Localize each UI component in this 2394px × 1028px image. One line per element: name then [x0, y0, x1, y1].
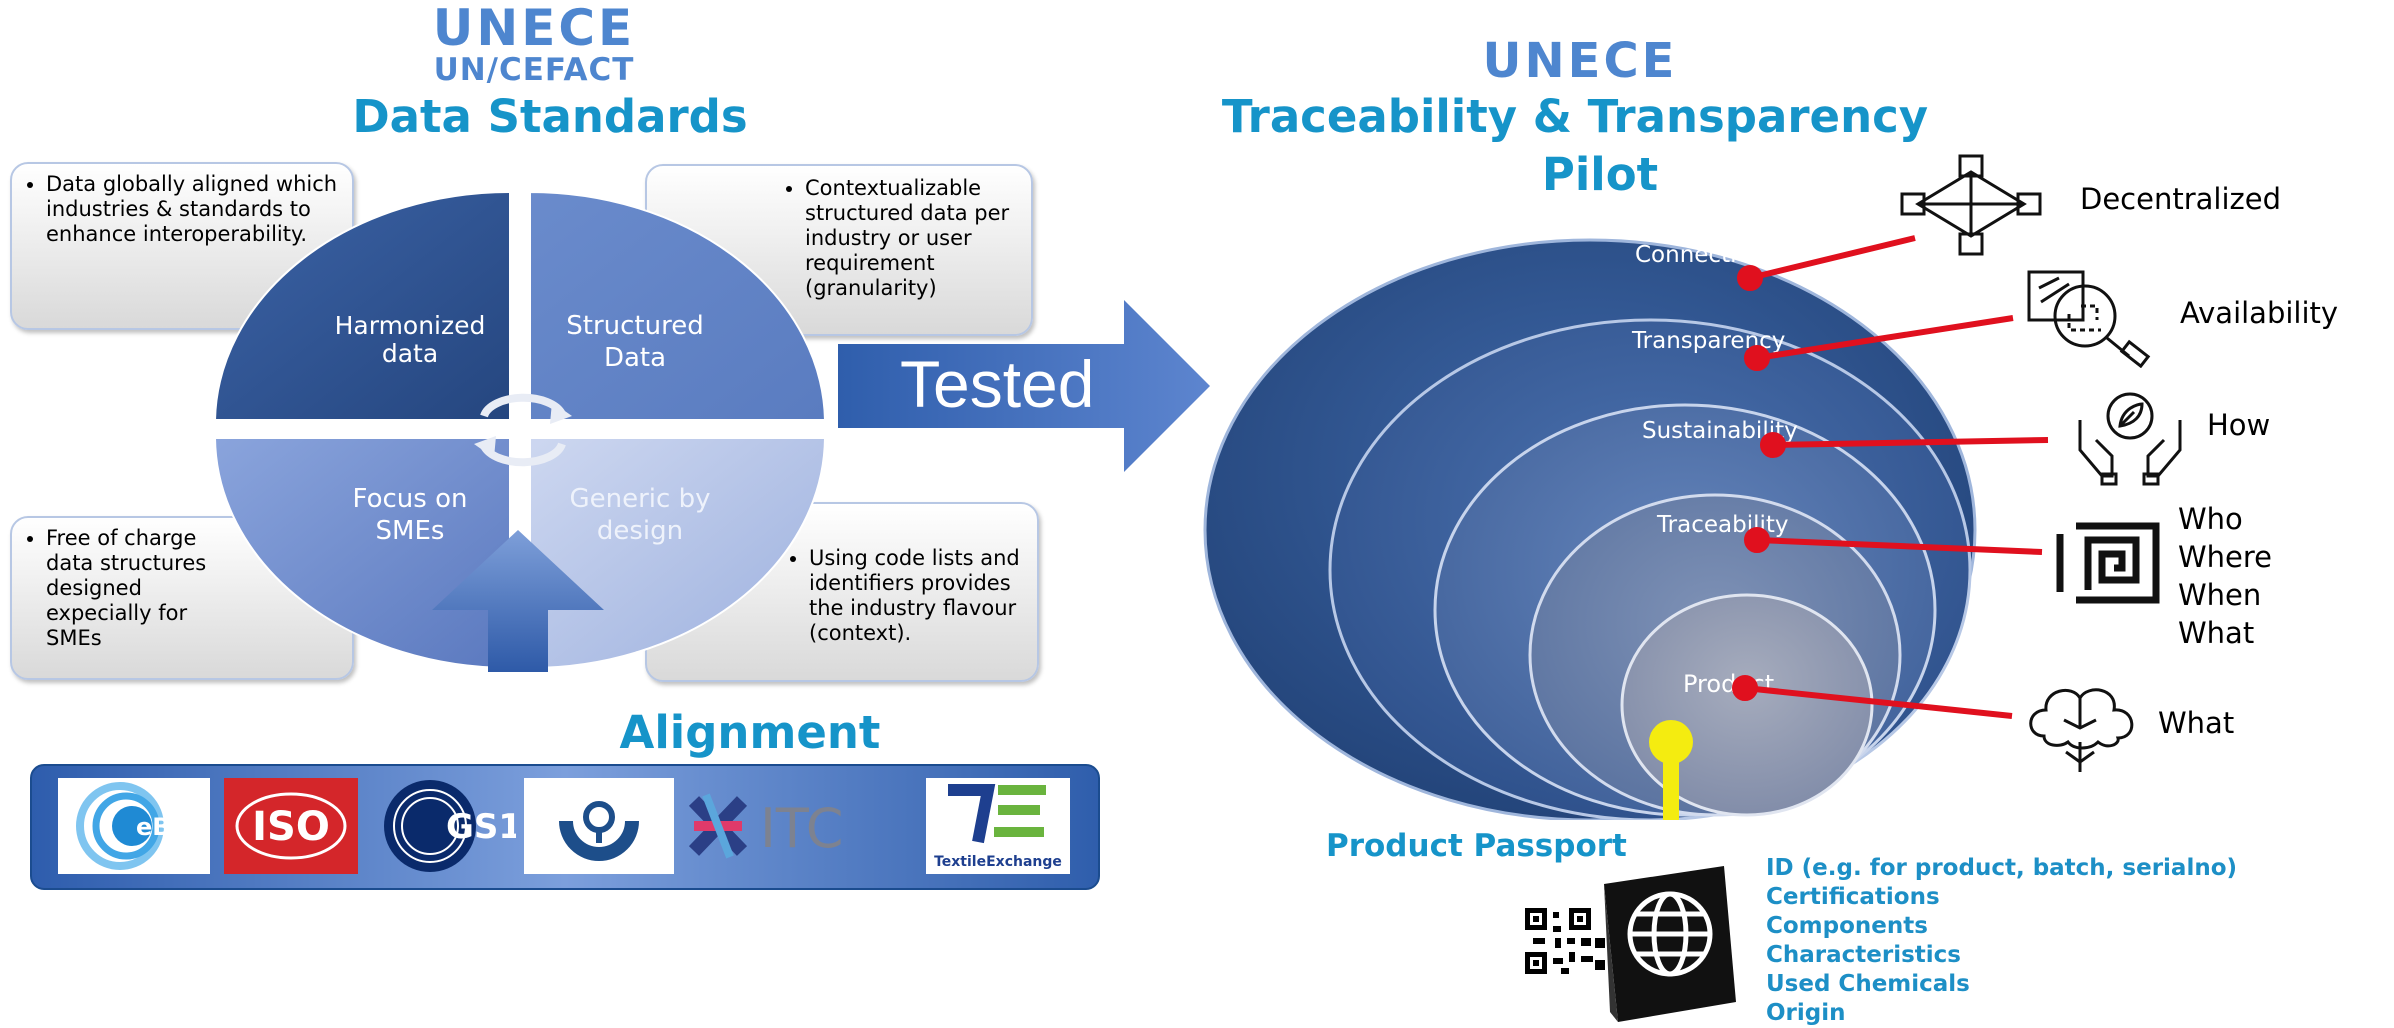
product-passport-title: Product Passport [1326, 828, 1627, 864]
passport-item-used-chemicals: Used Chemicals [1766, 971, 1970, 997]
itc-logo-icon: ITC [688, 793, 843, 860]
document-search-icon [2027, 270, 2151, 368]
quadrant-generic [529, 437, 827, 670]
iso-logo-text: ISO [252, 804, 330, 850]
label-where: Where [2178, 540, 2273, 574]
traceability-subtitle: Pilot [1541, 148, 1659, 201]
gs1-logo-text: GS1 [446, 807, 516, 847]
layer-label-connectivity: Connectivity [1635, 242, 1779, 268]
wco-logo [524, 778, 674, 874]
layer-product [1620, 593, 1874, 817]
itc-logo-text: ITC [760, 797, 843, 860]
gs1-logo-icon: GS1 [384, 780, 516, 872]
quadrant-harmonized [213, 190, 511, 421]
passport-item-characteristics: Characteristics [1766, 942, 1961, 968]
quadrant-label-structured: Structured Data [566, 311, 704, 373]
label-availability: Availability [2180, 296, 2339, 330]
pointer-connectivity [1749, 235, 1916, 281]
callout-harmonized-text: Data globally aligned which industries &… [46, 172, 352, 247]
iso-logo-icon: ISO [235, 792, 347, 860]
quadrant-label-generic: Generic by design [569, 484, 711, 546]
quadrant-smes [213, 437, 511, 670]
quadrant-structured [529, 190, 827, 421]
pilot-layers-diagram: Connectivity Transparency Sustainability… [1203, 235, 2049, 820]
textile-exchange-logo-icon: TextileExchange [934, 784, 1062, 870]
iso-logo: ISO [224, 778, 358, 874]
label-what-traceability: What [2178, 616, 2255, 650]
passport-item-origin: Origin [1766, 1000, 1846, 1026]
passport-item-id: ID (e.g. for product, batch, serialno) [1766, 855, 2238, 881]
quadrant-diagram [213, 190, 827, 672]
pointer-product [1744, 685, 2013, 719]
callout-structured-text: Contextualizable structured data per ind… [805, 176, 1031, 301]
alignment-up-arrow [432, 530, 604, 672]
label-how: How [2207, 408, 2271, 442]
tested-arrow [838, 300, 1210, 472]
ebiz-logo-icon: eBIZ [76, 782, 197, 870]
passport-globe-icon [1604, 866, 1736, 1022]
callout-smes-text: Free of charge data structures designed … [46, 526, 246, 651]
qr-code-icon [1525, 908, 1605, 974]
wco-logo-icon [559, 801, 639, 861]
spiral-tag-icon [2056, 522, 2160, 604]
uncefact-wordmark: UN/CEFACT [433, 52, 635, 88]
cotton-plant-icon [2029, 688, 2134, 772]
layer-label-traceability: Traceability [1656, 512, 1789, 538]
traceability-title: Traceability & Transparency [1221, 90, 1929, 143]
data-standards-title: Data Standards [352, 90, 748, 143]
hands-leaf-icon [2078, 392, 2182, 486]
layer-label-product: Product [1683, 670, 1774, 698]
unece-logo-right: UNECE [1482, 33, 1678, 89]
callout-generic-text: Using code lists and identifiers provide… [809, 546, 1037, 646]
alignment-label: Alignment [619, 706, 881, 759]
textile-exchange-logo: TextileExchange [926, 778, 1070, 874]
pointer-traceability [1756, 537, 2043, 555]
ebiz-logo-text: eBIZ [136, 813, 197, 841]
passport-item-components: Components [1766, 913, 1928, 939]
label-who-where-when-what: Who Where When What [2178, 500, 2272, 652]
label-who: Who [2178, 502, 2243, 536]
label-when: When [2178, 578, 2262, 612]
gs1-logo: GS1 [368, 778, 516, 874]
textile-exchange-logo-text: TextileExchange [934, 854, 1062, 870]
passport-item-certifications: Certifications [1766, 884, 1940, 910]
ebiz-logo: eBIZ [58, 778, 210, 874]
pointer-transparency [1756, 315, 2014, 361]
label-what-product: What [2158, 706, 2235, 740]
pointer-sustainability [1772, 437, 2049, 448]
unece-wordmark: UNECE [432, 0, 636, 57]
unece-logo-left: UNECE UN/CEFACT [400, 2, 668, 86]
tested-label: Tested [900, 347, 1095, 421]
network-cube-icon [1900, 154, 2042, 256]
label-decentralized: Decentralized [2080, 182, 2281, 216]
quadrant-label-smes: Focus on SMEs [352, 484, 468, 546]
quadrant-label-harmonized: Harmonized data [334, 311, 486, 368]
itc-logo: ITC [684, 778, 924, 874]
callout-harmonized: Data globally aligned which industries &… [10, 162, 354, 330]
